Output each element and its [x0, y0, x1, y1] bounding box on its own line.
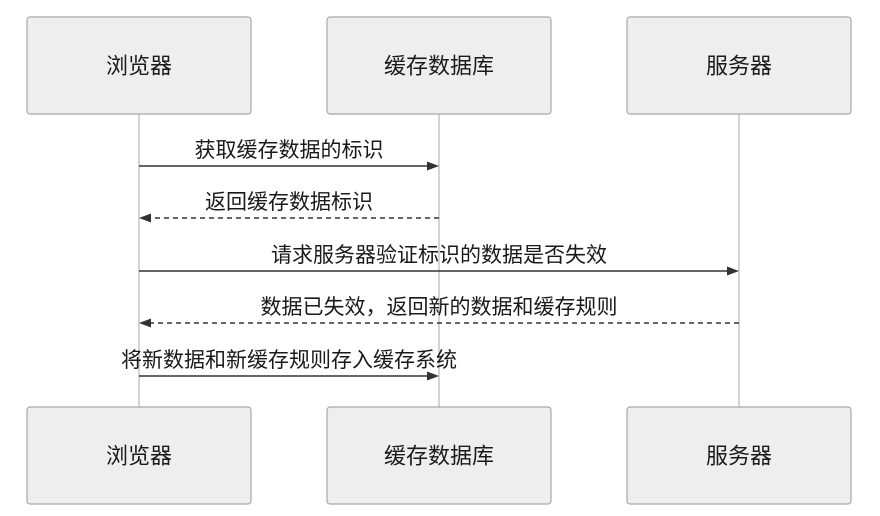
- participant-label-cache-top: 缓存数据库: [384, 55, 494, 80]
- participant-box-server-bottom: [626, 406, 852, 505]
- message-arrowhead-1: [427, 161, 439, 171]
- message-label-3: 请求服务器验证标识的数据是否失效: [271, 243, 607, 267]
- participant-label-browser-bottom: 浏览器: [106, 445, 172, 470]
- participant-label-server-bottom: 服务器: [706, 445, 772, 470]
- participant-label-cache-bottom: 缓存数据库: [384, 445, 494, 470]
- participant-label-browser-top: 浏览器: [106, 55, 172, 80]
- message-arrowhead-3: [727, 266, 739, 276]
- message-label-2: 返回缓存数据标识: [205, 190, 373, 214]
- message-label-4: 数据已失效，返回新的数据和缓存规则: [261, 295, 618, 319]
- participant-label-server-top: 服务器: [706, 55, 772, 80]
- message-label-1: 获取缓存数据的标识: [195, 138, 384, 162]
- lifelines: [138, 114, 740, 407]
- message-label-5: 将新数据和新缓存规则存入缓存系统: [121, 348, 457, 372]
- participant-box-browser-top: [26, 16, 252, 115]
- message-arrowhead-4: [139, 318, 151, 328]
- participant-box-server-top: [626, 16, 852, 115]
- participant-box-browser-bottom: [26, 406, 252, 505]
- participant-box-cache-bottom: [326, 406, 552, 505]
- message-arrowhead-2: [139, 213, 151, 223]
- messages: 获取缓存数据的标识返回缓存数据标识请求服务器验证标识的数据是否失效数据已失效，返…: [121, 138, 739, 381]
- participant-box-cache-top: [326, 16, 552, 115]
- message-arrowhead-5: [427, 371, 439, 381]
